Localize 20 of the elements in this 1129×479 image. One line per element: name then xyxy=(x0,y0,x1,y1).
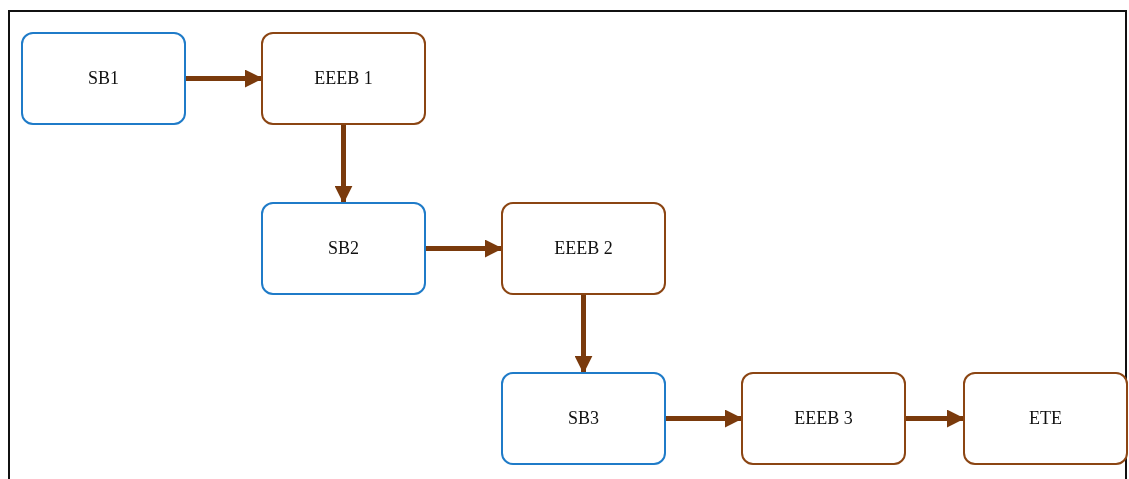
box-label: ETE xyxy=(1029,408,1062,429)
box-label: SB3 xyxy=(568,408,599,429)
process-box xyxy=(21,32,186,125)
process-box xyxy=(963,372,1128,465)
arrow xyxy=(666,409,743,428)
process-box xyxy=(741,372,906,465)
arrow xyxy=(574,295,593,374)
arrow xyxy=(426,239,503,258)
box-label: SB2 xyxy=(328,238,359,259)
box-label: EEEB 1 xyxy=(314,68,373,89)
box-label: EEEB 3 xyxy=(794,408,853,429)
process-box xyxy=(261,202,426,295)
arrow xyxy=(186,69,263,88)
arrow xyxy=(906,409,965,428)
process-box xyxy=(501,202,666,295)
box-label: EEEB 2 xyxy=(554,238,613,259)
arrow xyxy=(334,125,353,204)
process-box xyxy=(261,32,426,125)
box-label: SB1 xyxy=(88,68,119,89)
process-box xyxy=(501,372,666,465)
